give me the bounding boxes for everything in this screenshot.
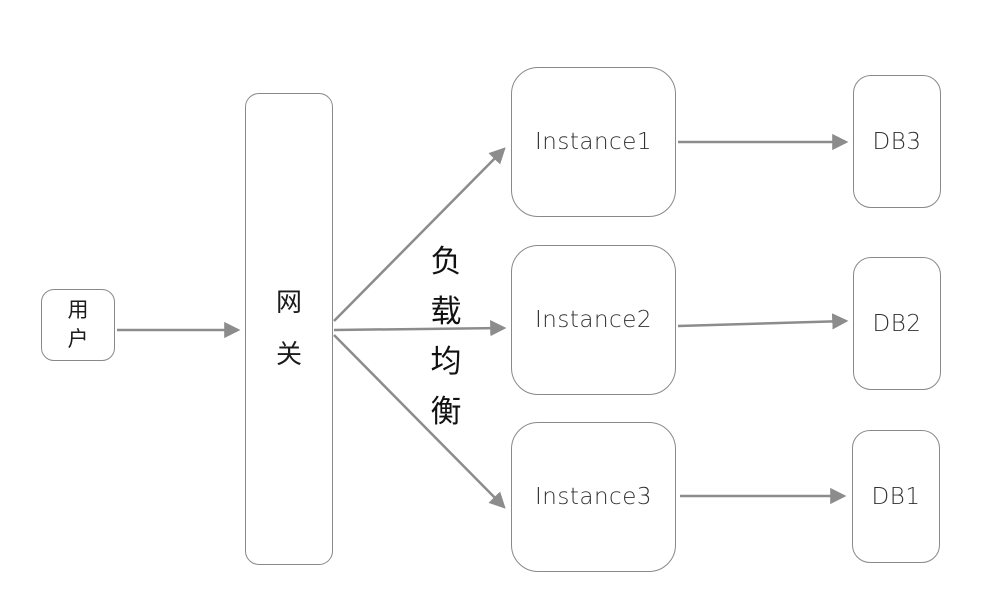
- arrow-gateway-to-instance1: [333, 147, 506, 322]
- node-db1: DB1: [852, 430, 940, 563]
- arrow-gateway-to-instance2: [333, 320, 507, 337]
- node-db2: DB2: [853, 257, 941, 390]
- node-instance3: Instance3: [511, 422, 676, 572]
- node-db1-label: DB1: [871, 483, 921, 510]
- node-gateway-label: 网关: [275, 288, 302, 370]
- node-instance1: Instance1: [511, 67, 676, 217]
- node-user: 用户: [41, 289, 115, 361]
- node-instance1-label: Instance1: [535, 129, 652, 155]
- node-instance3-label: Instance3: [535, 484, 652, 510]
- load-balancing-annotation: 负载均衡: [430, 244, 462, 430]
- node-db3: DB3: [853, 75, 941, 208]
- node-gateway: 网关: [245, 93, 333, 565]
- node-instance2: Instance2: [511, 245, 676, 395]
- node-instance2-label: Instance2: [535, 307, 652, 333]
- arrow-instance2-to-db2: [677, 313, 849, 330]
- node-db2-label: DB2: [872, 310, 922, 337]
- arrow-gateway-to-instance3: [333, 334, 506, 509]
- node-db3-label: DB3: [872, 128, 922, 155]
- node-user-label: 用户: [67, 298, 89, 351]
